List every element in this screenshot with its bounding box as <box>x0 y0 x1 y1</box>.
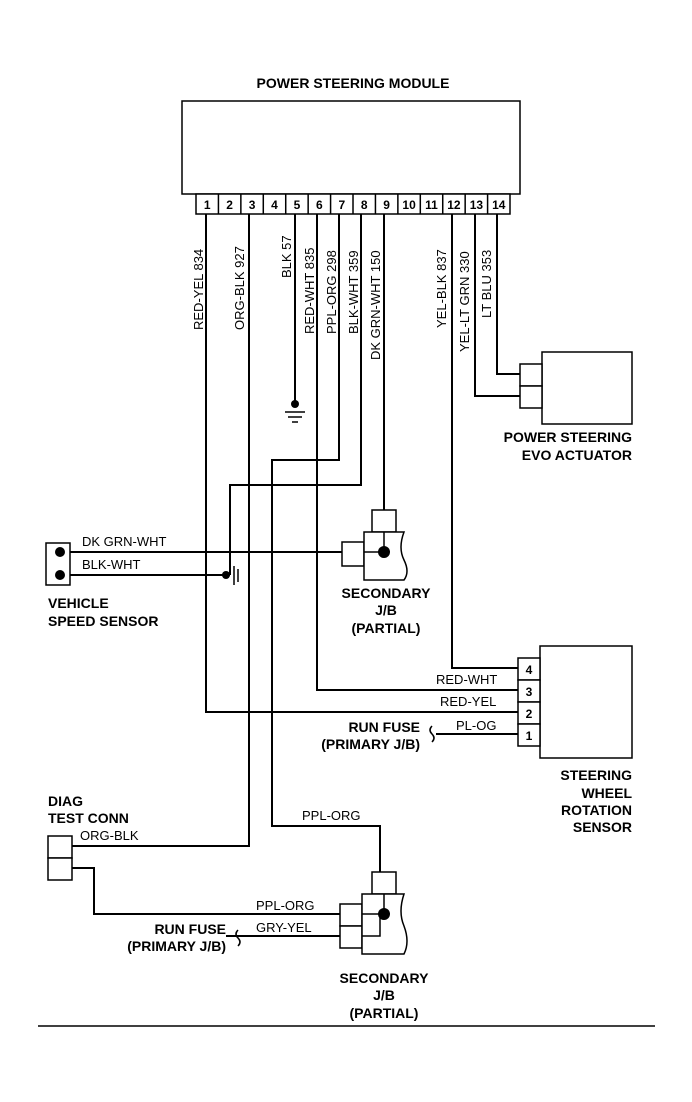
secondary-jb-2-fuse-label-1: RUN FUSE <box>154 921 226 937</box>
secondary-jb-1 <box>341 509 408 581</box>
wire-label-pin7: BLK-WHT 359 <box>346 250 361 334</box>
swrs-pin-1: 1 <box>526 729 533 743</box>
secondary-jb-2-fuse-label-2: (PRIMARY J/B) <box>127 938 226 954</box>
evo-actuator-label-2: EVO ACTUATOR <box>522 447 632 463</box>
module-pin-2: 2 <box>226 198 233 212</box>
wire-label-pin11: YEL-BLK 837 <box>434 249 449 328</box>
wire-org-blk <box>72 214 250 847</box>
vss-label-2: SPEED SENSOR <box>48 613 158 629</box>
wire-label-pin12: YEL-LT GRN 330 <box>457 251 472 352</box>
module-pin-9: 9 <box>383 198 390 212</box>
ground-icon <box>285 400 305 423</box>
vehicle-speed-sensor <box>45 542 71 586</box>
swrs-fuse-label-1: RUN FUSE <box>348 719 420 735</box>
module-pin-13: 13 <box>470 198 484 212</box>
secondary-jb-2-wire-top: PPL-ORG <box>302 808 361 823</box>
swrs-pin-2: 2 <box>526 707 533 721</box>
evo-actuator-label-1: POWER STEERING <box>504 429 632 445</box>
diag-test-connector <box>47 835 73 881</box>
wire-yel-lt-grn <box>474 214 520 397</box>
secondary-jb-2 <box>339 871 408 955</box>
module-title: POWER STEERING MODULE <box>257 75 450 91</box>
diag-wire-label: ORG-BLK <box>80 828 139 843</box>
vss-wire-label-2: BLK-WHT <box>82 557 141 572</box>
wire-label-pin2: ORG-BLK 927 <box>232 246 247 330</box>
fuse-break-icon <box>429 725 435 743</box>
secondary-jb-1-label-3: (PARTIAL) <box>352 620 421 636</box>
swrs-fuse-label-2: (PRIMARY J/B) <box>321 736 420 752</box>
fuse-break-icon <box>235 929 241 947</box>
swrs-label-3: ROTATION <box>561 802 632 818</box>
swrs-label-4: SENSOR <box>573 819 632 835</box>
module-pin-5: 5 <box>294 198 301 212</box>
module-pin-10: 10 <box>402 198 416 212</box>
secondary-jb-2-wire-b: GRY-YEL <box>256 920 312 935</box>
module-pin-1: 1 <box>204 198 211 212</box>
diag-label-1: DIAG <box>48 793 83 809</box>
secondary-jb-2-label-3: (PARTIAL) <box>350 1005 419 1021</box>
wire-label-pin4: BLK 57 <box>279 235 294 278</box>
wires <box>62 214 520 937</box>
wire-ppl-org <box>271 214 381 872</box>
wire-label-pin13: LT BLU 353 <box>479 250 494 318</box>
wire-red-yel <box>205 214 518 713</box>
swrs-label-2: WHEEL <box>581 785 632 801</box>
wire-lt-blu <box>496 214 520 375</box>
splice-ground-icon <box>222 566 239 585</box>
module-pin-4: 4 <box>271 198 278 212</box>
wire-label-pin5: RED-WHT 835 <box>302 248 317 334</box>
swrs-wire-label-4: RED-WHT <box>436 672 497 687</box>
wire-yel-blk <box>451 214 518 669</box>
module-pin-14: 14 <box>492 198 506 212</box>
swrs-wire-label-3: RED-YEL <box>440 694 496 709</box>
secondary-jb-2-label-2: J/B <box>373 987 395 1003</box>
vss-label-1: VEHICLE <box>48 595 109 611</box>
wire-blk-wht <box>229 214 362 575</box>
module-pin-8: 8 <box>361 198 368 212</box>
swrs-pin-3: 3 <box>526 685 533 699</box>
steering-wheel-rotation-sensor <box>517 645 633 759</box>
module-pin-7: 7 <box>338 198 345 212</box>
secondary-jb-2-label-1: SECONDARY <box>340 970 430 986</box>
wire-red-wht-835 <box>316 214 518 691</box>
module-pin-6: 6 <box>316 198 323 212</box>
module-pin-11: 11 <box>425 198 438 212</box>
swrs-pin-4: 4 <box>526 663 533 677</box>
wire-label-pin1: RED-YEL 834 <box>191 249 206 330</box>
secondary-jb-1-label-2: J/B <box>375 602 397 618</box>
secondary-jb-1-label-1: SECONDARY <box>342 585 432 601</box>
secondary-jb-2-wire-a: PPL-ORG <box>256 898 315 913</box>
vss-wire-label-1: DK GRN-WHT <box>82 534 167 549</box>
swrs-label-1: STEERING <box>560 767 632 783</box>
module-pin-3: 3 <box>249 198 256 212</box>
swrs-wire-label-1: PL-OG <box>456 718 496 733</box>
evo-actuator <box>519 351 633 425</box>
wire-diag-ppl-org <box>72 867 340 915</box>
power-steering-module <box>181 100 521 195</box>
diag-label-2: TEST CONN <box>48 810 129 826</box>
module-pin-12: 12 <box>447 198 461 212</box>
wire-label-pin6: PPL-ORG 298 <box>324 250 339 334</box>
module-wire-labels: RED-YEL 834 ORG-BLK 927 BLK 57 RED-WHT 8… <box>191 235 494 360</box>
wire-label-pin8: DK GRN-WHT 150 <box>368 250 383 360</box>
